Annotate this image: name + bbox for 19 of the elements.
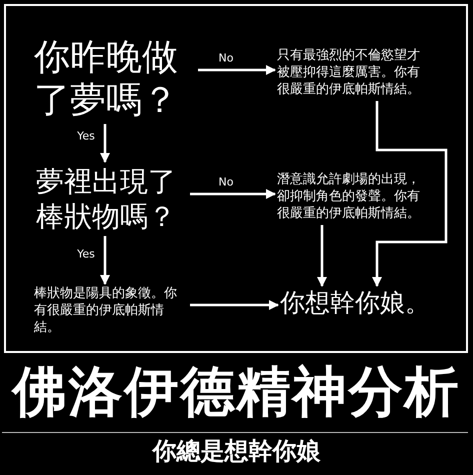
arrow bbox=[317, 225, 327, 287]
edge-label: No bbox=[216, 52, 236, 64]
arrow bbox=[100, 236, 110, 285]
arrow bbox=[100, 124, 110, 163]
arrow bbox=[372, 101, 448, 287]
question-text: 你昨晚做了夢嗎？ bbox=[34, 36, 194, 122]
arrow bbox=[190, 300, 279, 310]
edge-label: Yes bbox=[75, 248, 97, 260]
edge-label: Yes bbox=[75, 130, 97, 142]
arrow bbox=[198, 65, 276, 75]
answer-text: 潛意識允許劇場的出現，卻抑制角色的發聲。你有很嚴重的伊底帕斯情結。 bbox=[277, 172, 429, 223]
answer-text: 棒狀物是陽具的象徵。你有很嚴重的伊底帕斯情結。 bbox=[34, 286, 186, 337]
arrow bbox=[190, 189, 276, 199]
caption: 你總是想幹你娘 bbox=[150, 435, 322, 467]
result-text: 你想幹你娘。 bbox=[280, 288, 450, 318]
question-text: 夢裡出現了棒狀物嗎？ bbox=[36, 164, 186, 234]
answer-text: 只有最強烈的不倫慾望才被壓抑得這麼厲害。你有很嚴重的伊底帕斯情結。 bbox=[277, 48, 429, 99]
edge-label: No bbox=[216, 176, 236, 188]
title: 佛洛伊德精神分析 bbox=[10, 358, 462, 425]
